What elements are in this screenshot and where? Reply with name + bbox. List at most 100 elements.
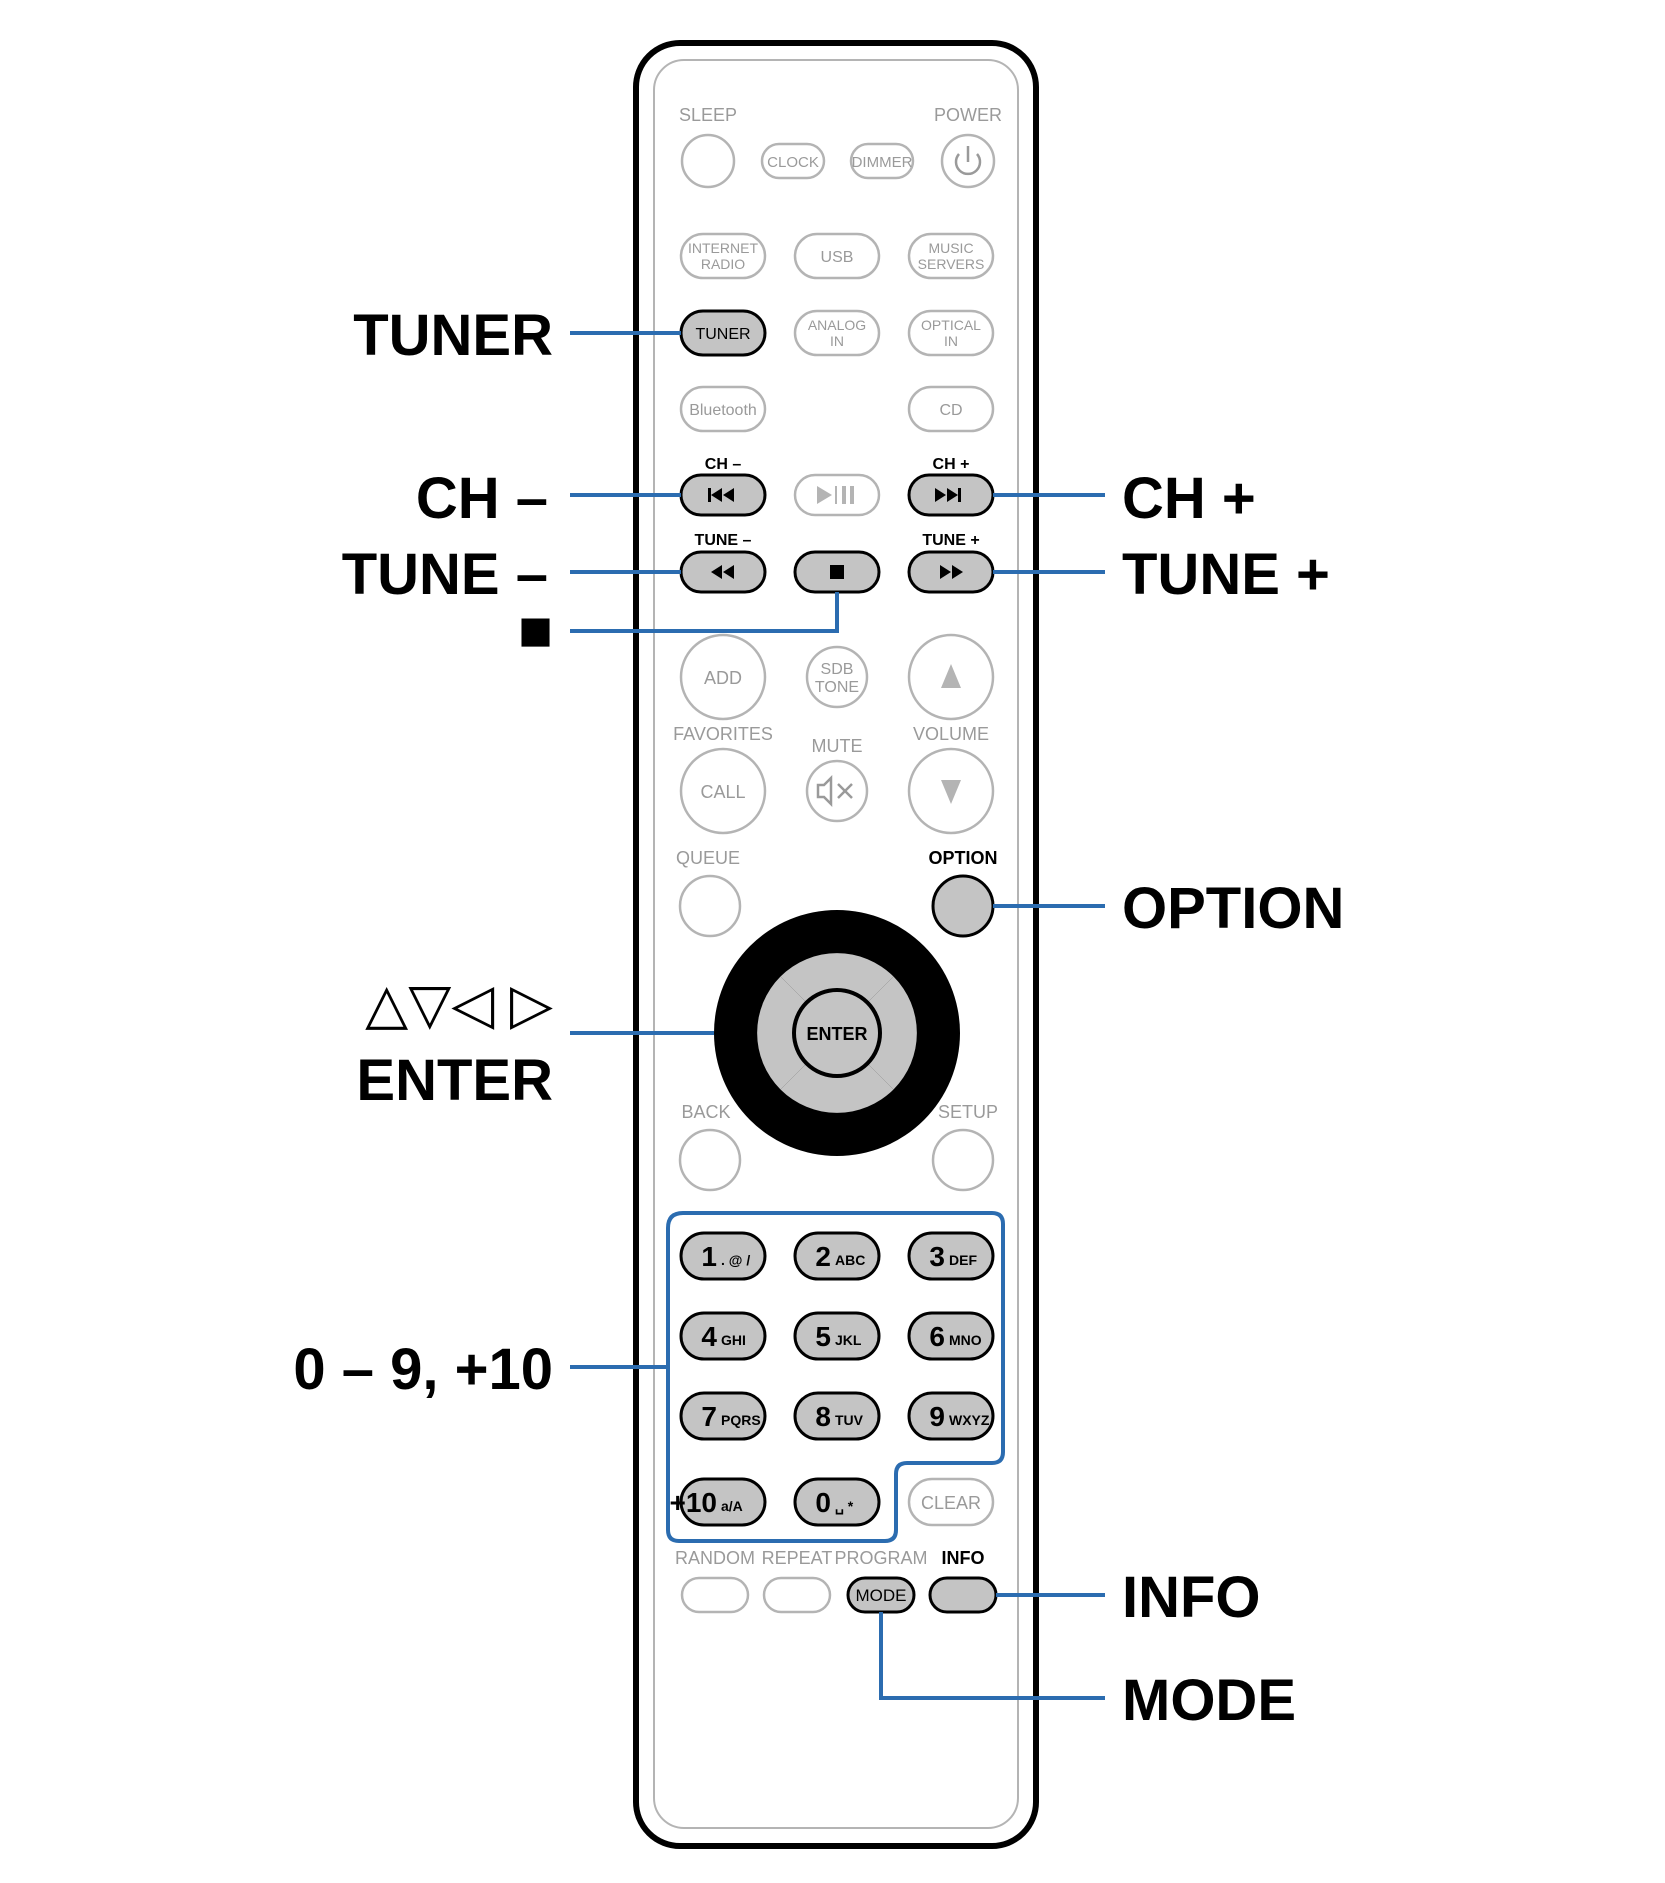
dimmer-button[interactable] xyxy=(849,142,915,180)
random-button[interactable] xyxy=(680,1576,750,1614)
enter-button[interactable] xyxy=(792,988,882,1078)
dpad: ENTER xyxy=(714,910,960,1156)
mute-icon xyxy=(816,774,853,808)
clock-button-label: CLOCK xyxy=(767,154,819,171)
favorites-label: FAVORITES xyxy=(673,724,773,744)
program-label: PROGRAM xyxy=(834,1548,927,1568)
callout-line-stop xyxy=(570,592,839,633)
bluetooth-button[interactable] xyxy=(679,385,767,433)
clear-button-label: CLEAR xyxy=(921,1493,981,1513)
ch-plus-small-label: CH + xyxy=(933,456,970,473)
number-key-body[interactable] xyxy=(679,1231,767,1281)
sdb-tone-label-line1: SDB xyxy=(821,661,854,678)
add-button[interactable] xyxy=(679,633,767,721)
sleep-button[interactable] xyxy=(680,133,736,189)
number-key-body[interactable] xyxy=(793,1477,881,1527)
number-key-body[interactable] xyxy=(793,1391,881,1441)
number-key-digit: 7 xyxy=(701,1401,717,1432)
dpad-left-segment[interactable] xyxy=(757,976,811,1090)
callout-stop: ■ xyxy=(518,598,553,663)
info-small-label: INFO xyxy=(942,1548,985,1568)
callout-ch-minus: CH – xyxy=(416,466,548,531)
music-servers-label-line1: MUSIC xyxy=(928,240,973,256)
dpad-down-segment[interactable] xyxy=(780,1059,894,1113)
fast-forward-icon xyxy=(940,565,963,579)
internet-radio-button[interactable] xyxy=(679,232,767,280)
callout-mode: MODE xyxy=(1122,1668,1296,1733)
number-key-letters: PQRS xyxy=(721,1412,761,1428)
analog-in-label-line2: IN xyxy=(830,333,844,349)
option-button[interactable] xyxy=(931,874,995,938)
callout-line-mode xyxy=(879,1612,1105,1700)
music-servers-button[interactable] xyxy=(907,232,995,280)
number-key[interactable]: 1. @ / xyxy=(679,1231,767,1281)
cd-button[interactable] xyxy=(907,385,995,433)
internet-radio-label-line1: INTERNET xyxy=(688,240,758,256)
cd-button-label: CD xyxy=(939,402,962,419)
option-small-label: OPTION xyxy=(928,848,997,868)
optical-in-button[interactable] xyxy=(907,309,995,357)
arrow-left-icon xyxy=(738,1024,756,1042)
volume-label: VOLUME xyxy=(913,724,989,744)
analog-in-button[interactable] xyxy=(793,309,881,357)
clock-button[interactable] xyxy=(760,142,826,180)
number-key-digit: 8 xyxy=(815,1401,831,1432)
number-key-body[interactable] xyxy=(679,1311,767,1361)
skip-back-icon xyxy=(708,488,734,502)
number-key-body[interactable] xyxy=(907,1311,995,1361)
music-servers-label-line2: SERVERS xyxy=(918,256,985,272)
bluetooth-button-label: Bluetooth xyxy=(689,402,757,419)
number-key-digit: +10 xyxy=(670,1487,718,1518)
random-label: RANDOM xyxy=(675,1548,755,1568)
mute-button[interactable] xyxy=(805,759,869,823)
optical-in-label-line2: IN xyxy=(944,333,958,349)
enter-button-label: ENTER xyxy=(806,1024,867,1044)
mute-label: MUTE xyxy=(812,736,863,756)
number-key-body[interactable] xyxy=(679,1391,767,1441)
sdb-tone-button[interactable] xyxy=(805,645,869,709)
info-button[interactable] xyxy=(928,1576,998,1614)
number-key-body[interactable] xyxy=(907,1231,995,1281)
setup-button[interactable] xyxy=(931,1128,995,1192)
number-key-letters: ␣ * xyxy=(835,1498,854,1515)
setup-label: SETUP xyxy=(938,1102,998,1122)
number-key-digit: 0 xyxy=(815,1487,831,1518)
number-key-body[interactable] xyxy=(793,1231,881,1281)
dpad-right-segment[interactable] xyxy=(863,976,917,1090)
number-key-letters: JKL xyxy=(835,1332,862,1348)
callout-tune-minus: TUNE – xyxy=(342,542,548,607)
ch-minus-small-label: CH – xyxy=(705,456,742,473)
repeat-button[interactable] xyxy=(762,1576,832,1614)
dimmer-button-label: DIMMER xyxy=(852,154,913,171)
dpad-up-segment[interactable] xyxy=(780,953,894,1007)
clear-button[interactable] xyxy=(907,1477,995,1527)
number-key[interactable]: 0␣ * xyxy=(793,1477,881,1527)
sdb-tone-label-line2: TONE xyxy=(815,679,859,696)
back-button[interactable] xyxy=(678,1128,742,1192)
number-key-digit: 5 xyxy=(815,1321,831,1352)
usb-button[interactable] xyxy=(793,232,881,280)
call-button[interactable] xyxy=(679,747,767,835)
queue-label: QUEUE xyxy=(676,848,740,868)
queue-button[interactable] xyxy=(678,874,742,938)
number-key-body[interactable] xyxy=(907,1391,995,1441)
number-key-body[interactable] xyxy=(793,1311,881,1361)
number-key-digit: 2 xyxy=(815,1241,831,1272)
number-key-digit: 1 xyxy=(701,1241,717,1272)
callout-numbers: 0 – 9, +10 xyxy=(293,1337,553,1402)
number-key-letters: a/A xyxy=(721,1498,743,1514)
callout-option: OPTION xyxy=(1122,876,1344,941)
tune-plus-small-label: TUNE + xyxy=(922,532,979,549)
volume-down-icon xyxy=(941,780,961,804)
number-key-body[interactable] xyxy=(679,1477,767,1527)
